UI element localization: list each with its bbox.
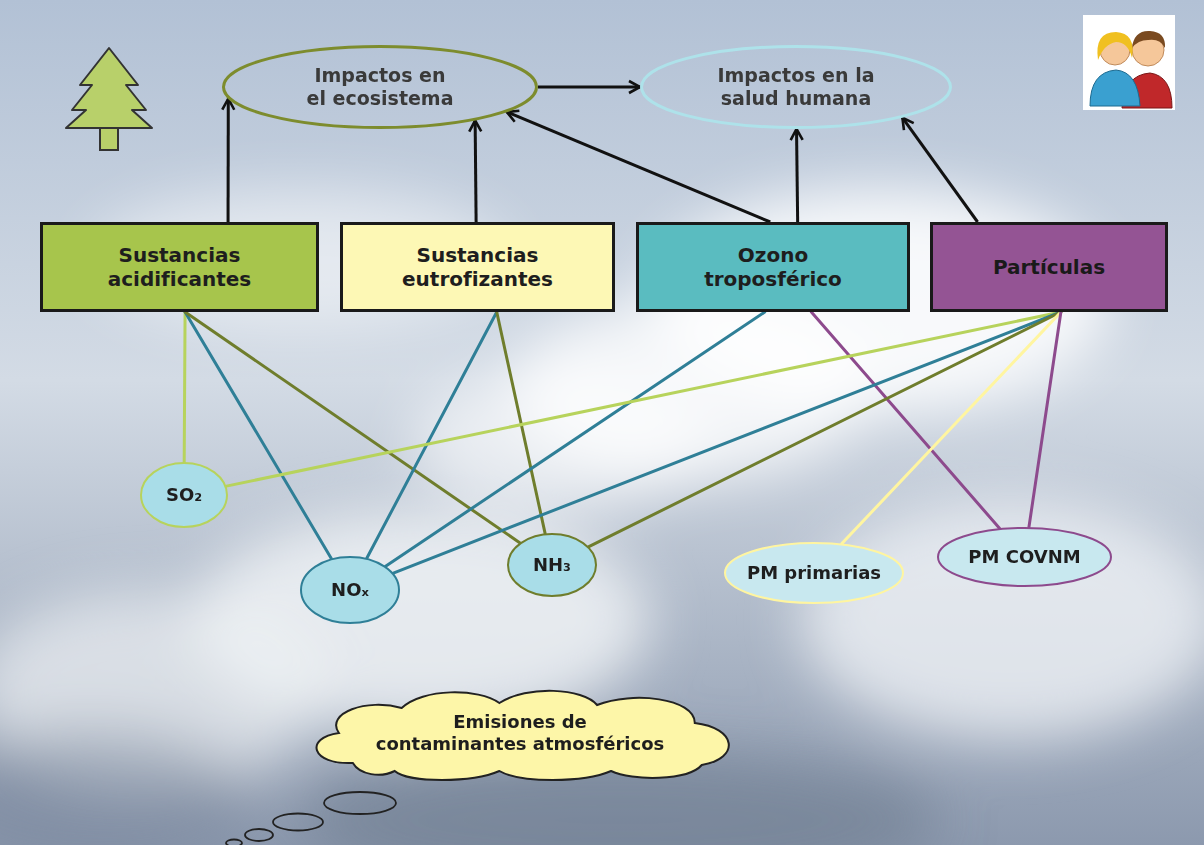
node-text-block: Sustancias acidificantes xyxy=(80,243,280,291)
node-text-block: Partículas xyxy=(993,255,1105,279)
link-line xyxy=(393,312,1061,573)
arrow-connector xyxy=(227,99,230,222)
pollutant-ellipse: PM primarias xyxy=(724,542,904,604)
emission-cloud: Emisiones de contaminantes atmosféricos xyxy=(297,683,744,783)
node-text-block: NOₓ xyxy=(331,579,369,601)
thought-bubble xyxy=(245,829,273,841)
icon-ground xyxy=(1083,15,1175,110)
tree-icon xyxy=(66,48,152,150)
pollutant-ellipse: SO₂ xyxy=(140,462,228,528)
node-text-block: Impactos en la salud humana xyxy=(676,64,916,110)
thought-bubble xyxy=(273,814,323,831)
node-text-block: PM primarias xyxy=(747,562,881,584)
node-text-block: Ozono troposférico xyxy=(673,243,873,291)
node-label: PM primarias xyxy=(747,562,881,584)
arrow-connector xyxy=(538,86,640,89)
pollutant-ellipse: NH₃ xyxy=(507,533,597,597)
woman-body xyxy=(1090,70,1140,106)
link-line xyxy=(589,312,1061,547)
ellipse-shape xyxy=(938,528,1111,586)
node-label: NOₓ xyxy=(331,579,369,601)
node-label: Sustancias eutrofizantes xyxy=(378,243,578,291)
ellipse-shape xyxy=(224,47,537,128)
node-text-block: Emisiones de contaminantes atmosféricos xyxy=(360,711,680,754)
impact-ellipse: Impactos en el ecosistema xyxy=(222,45,538,129)
category-box: Sustancias eutrofizantes xyxy=(340,222,615,312)
cloud-shadow xyxy=(0,730,250,845)
thought-bubble xyxy=(226,840,242,845)
ellipse-shape xyxy=(141,463,227,527)
impact-ellipse: Impactos en la salud humana xyxy=(640,45,952,129)
pollutant-ellipse: PM COVNM xyxy=(937,527,1112,587)
link-line xyxy=(183,312,187,462)
man-hair xyxy=(1132,31,1165,48)
link-line xyxy=(497,312,545,533)
node-text-block: Impactos en el ecosistema xyxy=(260,64,500,110)
arrow-connector xyxy=(902,118,977,222)
pollutant-ellipse: NOₓ xyxy=(300,556,400,624)
thought-bubble xyxy=(324,792,396,814)
link-line xyxy=(226,312,1061,486)
category-box: Sustancias acidificantes xyxy=(40,222,319,312)
tree-crown xyxy=(66,48,152,128)
link-line xyxy=(842,312,1061,544)
arrow-connector xyxy=(474,121,478,222)
link-line xyxy=(1029,312,1061,527)
connectors xyxy=(184,87,1061,573)
cloud-photo xyxy=(0,190,1204,845)
ellipse-shape xyxy=(508,534,596,596)
node-label: Impactos en el ecosistema xyxy=(260,64,500,110)
tree-trunk xyxy=(100,126,118,150)
category-box: Partículas xyxy=(930,222,1168,312)
ellipse-shape xyxy=(725,543,903,603)
node-text-block: PM COVNM xyxy=(968,546,1080,568)
cloud-shape xyxy=(316,691,728,780)
arrow-connector xyxy=(507,112,770,222)
category-box: Ozono troposférico xyxy=(636,222,910,312)
node-text-block: NH₃ xyxy=(533,554,571,576)
node-label: Partículas xyxy=(993,255,1105,279)
node-label: Emisiones de contaminantes atmosféricos xyxy=(360,711,680,754)
cloud-blob xyxy=(800,500,1204,740)
woman-hair xyxy=(1097,32,1132,60)
node-label: NH₃ xyxy=(533,554,571,576)
node-label: SO₂ xyxy=(166,484,202,506)
ellipse-shape xyxy=(301,557,399,623)
node-label: Impactos en la salud humana xyxy=(676,64,916,110)
node-text-block: SO₂ xyxy=(166,484,202,506)
ellipse-shape xyxy=(642,47,951,128)
node-text-block: Sustancias eutrofizantes xyxy=(378,243,578,291)
node-label: Sustancias acidificantes xyxy=(80,243,280,291)
people-icon xyxy=(1083,15,1175,110)
link-line xyxy=(386,312,765,566)
node-label: PM COVNM xyxy=(968,546,1080,568)
arrow-connector xyxy=(797,129,798,222)
node-label: Ozono troposférico xyxy=(673,243,873,291)
thought-bubbles xyxy=(226,792,396,845)
